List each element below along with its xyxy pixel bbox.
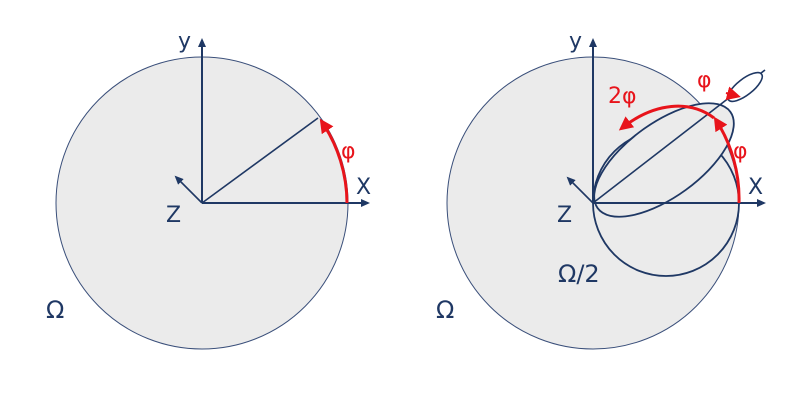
left-omega-label: Ω (46, 296, 64, 324)
right-two-phi-arc (618, 104, 715, 131)
left-z-axis (174, 175, 203, 204)
left-phi-arc (319, 118, 349, 204)
right-phi-arc (713, 116, 741, 204)
left-y-label: y (178, 29, 191, 54)
right-two-phi-label: 2φ (608, 84, 637, 109)
right-x-label: X (748, 175, 763, 200)
right-phi-top-label: φ (697, 68, 712, 93)
right-half-omega-label: Ω/2 (558, 260, 600, 288)
right-small-ellipse (726, 71, 764, 103)
right-tilted-ellipse (593, 102, 735, 218)
left-x-label: X (356, 175, 371, 200)
left-rotated-radius (201, 117, 319, 204)
right-panel: y X Z φ φ 2φ Ω/2 Ω (436, 29, 766, 350)
right-y-label: y (569, 29, 582, 54)
right-phi-label: φ (733, 139, 748, 164)
right-small-rotation-arrow (725, 86, 741, 101)
right-z-label: Z (557, 203, 572, 228)
right-z-axis (566, 176, 594, 204)
right-omega-label: Ω (436, 296, 454, 324)
left-panel: y X Z φ Ω (46, 29, 371, 350)
left-z-label: Z (166, 203, 181, 228)
left-phi-label: φ (341, 139, 356, 164)
